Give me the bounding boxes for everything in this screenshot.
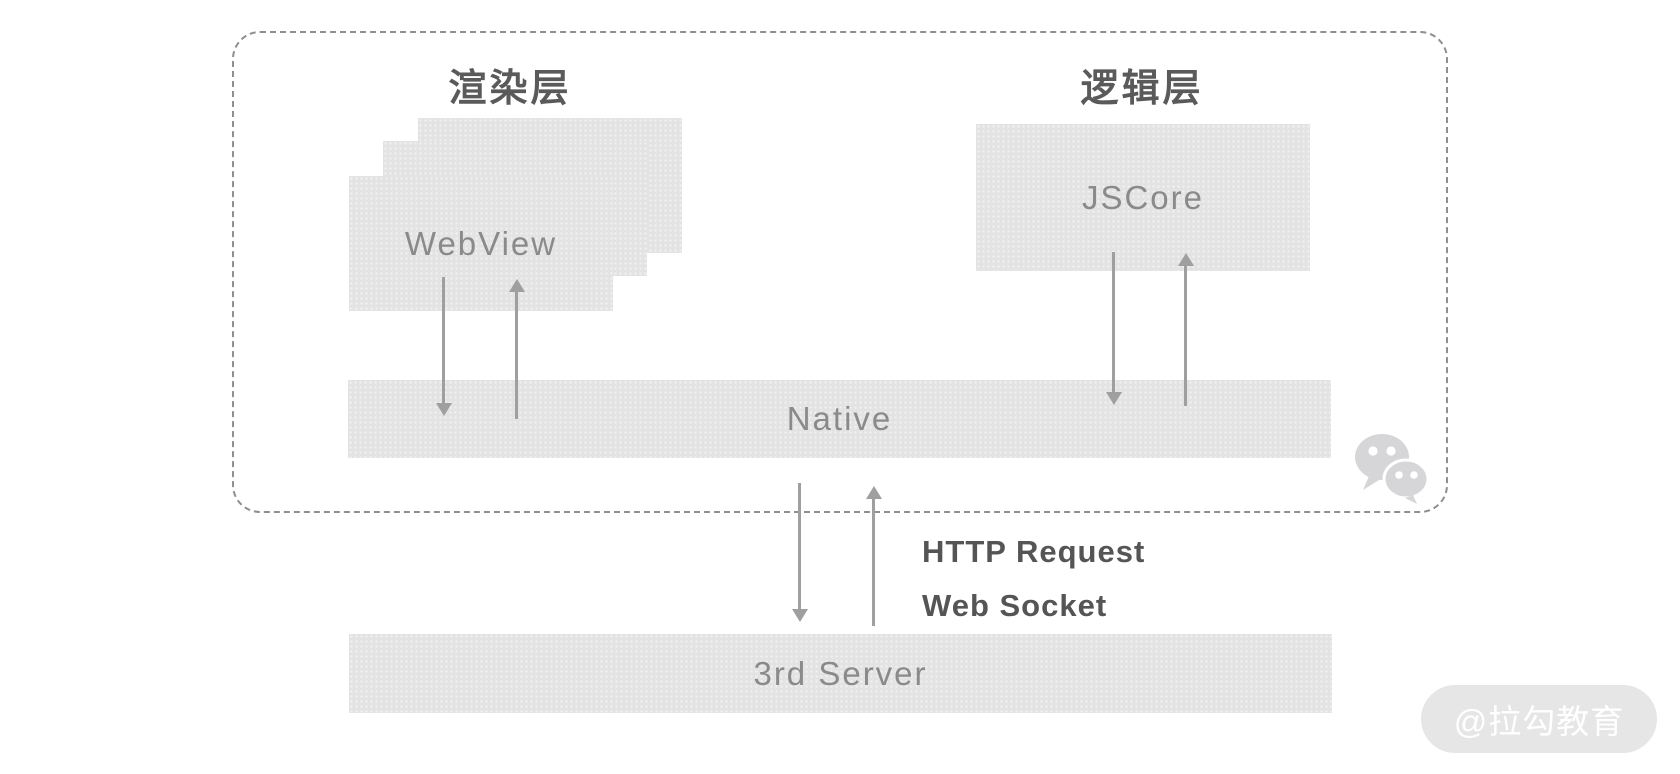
render-layer-title: 渲染层 (448, 68, 572, 110)
webview-label: WebView (404, 224, 558, 262)
watermark-text: @拉勾教育 (1453, 703, 1625, 740)
arrow-native-to-jscore-head (1178, 253, 1194, 266)
server-bar: 3rd Server (349, 634, 1332, 713)
arrow-native-to-server-line (798, 483, 801, 610)
arrow-jscore-to-native-head (1106, 392, 1122, 405)
arrow-native-to-webview-line (515, 292, 518, 419)
watermark-badge: @拉勾教育 (1421, 685, 1657, 753)
http-request-label: HTTP Request (922, 534, 1146, 569)
webview-box-front: WebView (349, 176, 613, 311)
arrow-server-to-native-line (872, 499, 875, 626)
arrow-native-to-jscore-line (1184, 266, 1187, 406)
web-socket-label: Web Socket (922, 588, 1108, 623)
arrow-jscore-to-native-line (1112, 252, 1115, 393)
arrow-webview-to-native-head (436, 403, 452, 416)
jscore-box: JSCore (976, 124, 1310, 271)
arrow-webview-to-native-line (442, 277, 445, 404)
server-label: 3rd Server (753, 654, 928, 692)
arrow-native-to-server-head (792, 609, 808, 622)
wechat-logo-icon (1353, 432, 1430, 504)
arrow-native-to-webview-head (509, 279, 525, 292)
jscore-label: JSCore (1081, 178, 1205, 216)
native-label: Native (786, 400, 893, 437)
arrow-server-to-native-head (866, 486, 882, 499)
runtime-boundary (232, 31, 1448, 513)
logic-layer-title: 逻辑层 (1080, 68, 1204, 110)
native-bar: Native (348, 380, 1331, 458)
